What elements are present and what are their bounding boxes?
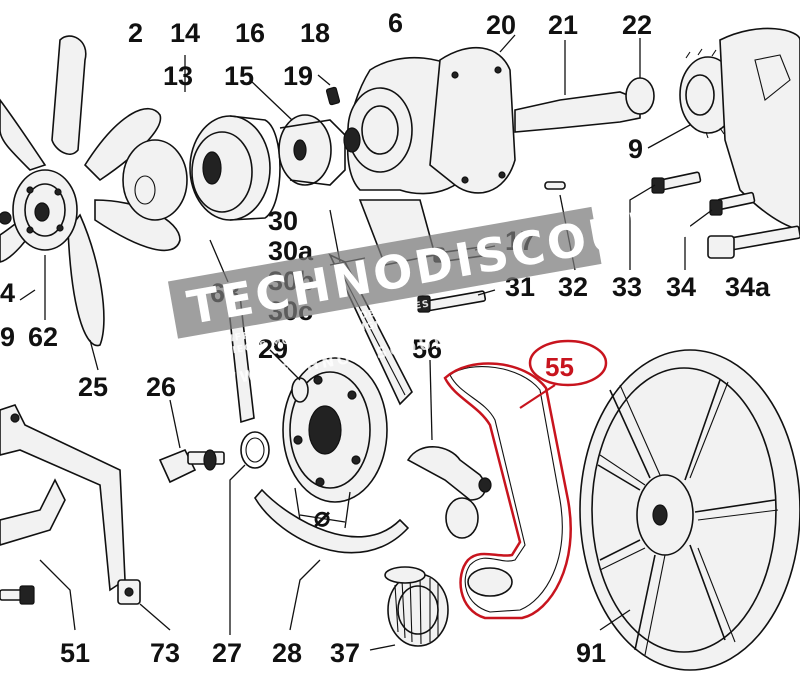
diameter-symbol: ⌀ xyxy=(314,502,330,532)
bracket-part-51 xyxy=(0,404,141,605)
highlight-circle xyxy=(528,339,608,387)
label-18: 18 xyxy=(300,18,330,48)
label-51: 51 xyxy=(60,638,90,668)
shaft-part-21 xyxy=(514,77,655,133)
bolt-part-33 xyxy=(651,171,702,194)
crank-pulley-part-29: ⌀ xyxy=(282,357,388,532)
label-34: 34 xyxy=(666,272,696,302)
bolt-part-26 xyxy=(158,448,225,484)
hose-part-55: 55 xyxy=(443,339,608,620)
label-73: 73 xyxy=(150,638,180,668)
label-62: 62 xyxy=(28,322,58,352)
ring-part-27 xyxy=(240,431,270,469)
label-4: 4 xyxy=(0,278,15,308)
label-37: 37 xyxy=(330,638,360,668)
label-27: 27 xyxy=(212,638,242,668)
label-16: 16 xyxy=(235,18,265,48)
part-labels: 2 14 16 18 6 20 21 22 13 15 19 9 30 30a … xyxy=(0,8,771,668)
label-32: 32 xyxy=(558,272,588,302)
fan-assembly-part-25 xyxy=(0,35,181,347)
spacer-part-15 xyxy=(278,114,346,186)
highlight-label-55: 55 xyxy=(545,352,574,382)
label-13: 13 xyxy=(163,61,193,91)
label-9-left: 9 xyxy=(0,322,15,352)
pulley-hub-part-13 xyxy=(122,115,281,221)
label-21: 21 xyxy=(548,10,578,40)
gasket-part-20 xyxy=(429,46,516,194)
label-14: 14 xyxy=(170,18,200,48)
label-91: 91 xyxy=(576,638,606,668)
label-29: 29 xyxy=(258,334,288,364)
label-22: 22 xyxy=(622,10,652,40)
watermark-banner xyxy=(167,206,602,339)
label-34a: 34a xyxy=(725,272,771,302)
large-pulley-part-91 xyxy=(579,349,800,671)
label-28: 28 xyxy=(272,638,302,668)
label-9-top: 9 xyxy=(628,134,643,164)
label-56: 56 xyxy=(412,334,442,364)
bolt-part-31 xyxy=(417,290,487,313)
label-33: 33 xyxy=(612,272,642,302)
bolt-part-bottom-left xyxy=(0,585,35,605)
label-25: 25 xyxy=(78,372,108,402)
bolt-part-19 xyxy=(325,86,341,106)
label-26: 26 xyxy=(146,372,176,402)
label-15: 15 xyxy=(224,61,254,91)
label-30: 30 xyxy=(268,206,298,236)
fitting-part-56 xyxy=(406,446,492,539)
label-2: 2 xyxy=(128,18,143,48)
pin-part-32 xyxy=(544,181,566,190)
label-6: 6 xyxy=(388,8,403,38)
bearing-part-37 xyxy=(384,566,449,647)
watermark-brand: TECHNODISCOUNT xyxy=(183,191,708,335)
seal-part-28 xyxy=(254,488,410,554)
bolt-part-34 xyxy=(709,191,756,216)
label-20: 20 xyxy=(486,10,516,40)
bolt-part-34a xyxy=(707,225,800,259)
label-19: 19 xyxy=(283,61,313,91)
